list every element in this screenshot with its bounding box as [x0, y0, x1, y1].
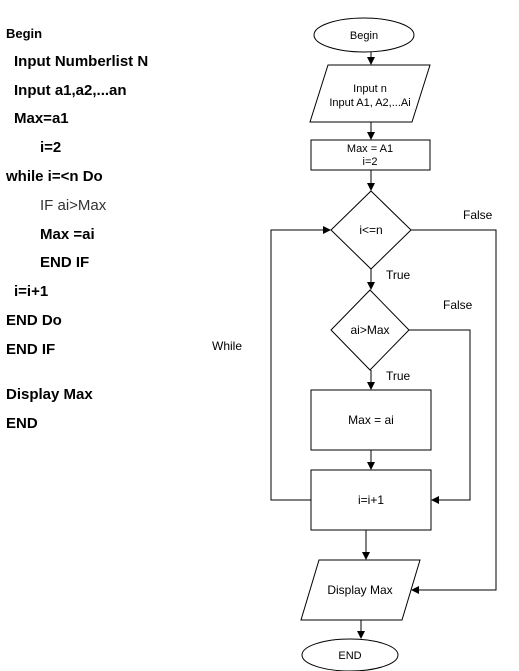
connectors	[270, 52, 497, 639]
begin-terminal	[313, 17, 415, 53]
display-label: Display Max	[327, 583, 392, 597]
loop-false-label: False	[463, 208, 493, 222]
arrow-if-false	[409, 329, 471, 504]
pseudo-end-if: END IF	[6, 341, 56, 358]
arrow-loop-false	[411, 229, 497, 594]
pseudo-end-do: END Do	[6, 312, 62, 329]
end-label: END	[338, 650, 361, 662]
if-false-label: False	[443, 298, 473, 312]
pseudo-i-init: i=2	[40, 139, 62, 156]
pseudo-while: while i=<n Do	[6, 168, 103, 185]
assign-label: Max = ai	[348, 413, 394, 427]
pseudo-max-init: Max=a1	[14, 110, 69, 127]
while-label: While	[212, 339, 242, 353]
begin-label: Begin	[350, 30, 378, 42]
pseudo-end-if-inner: END IF	[40, 254, 90, 271]
init-label-line2: i=2	[363, 156, 378, 168]
pseudo-end: END	[6, 415, 38, 432]
init-process	[310, 139, 431, 171]
input-label-line2: Input A1, A2,...Ai	[329, 97, 410, 109]
pseudo-max-assign: Max =ai	[40, 226, 95, 243]
if-decision	[330, 289, 410, 371]
end-terminal	[301, 638, 399, 671]
init-label-line1: Max = A1	[347, 143, 393, 155]
pseudo-input-list: Input Numberlist N	[14, 53, 149, 70]
pseudo-increment: i=i+1	[14, 283, 49, 300]
increment-process	[310, 469, 432, 531]
input-label-line1: Input n	[353, 83, 387, 95]
increment-label: i=i+1	[358, 493, 384, 507]
assign-process	[310, 389, 432, 451]
pseudo-if: IF ai>Max	[40, 197, 107, 214]
input-parallelogram	[309, 64, 431, 123]
loop-true-label: True	[386, 268, 411, 282]
if-true-label: True	[386, 369, 411, 383]
pseudo-display: Display Max	[6, 386, 93, 403]
pseudo-begin: Begin	[6, 26, 43, 41]
display-parallelogram	[300, 559, 421, 621]
loop-condition-label: i<=n	[359, 223, 382, 237]
arrow-while-loopback	[270, 226, 331, 501]
pseudo-input-values: Input a1,a2,...an	[14, 82, 127, 99]
pseudocode-panel: Begin Input Numberlist N Input a1,a2,...…	[0, 0, 200, 671]
if-condition-label: ai>Max	[350, 323, 389, 337]
